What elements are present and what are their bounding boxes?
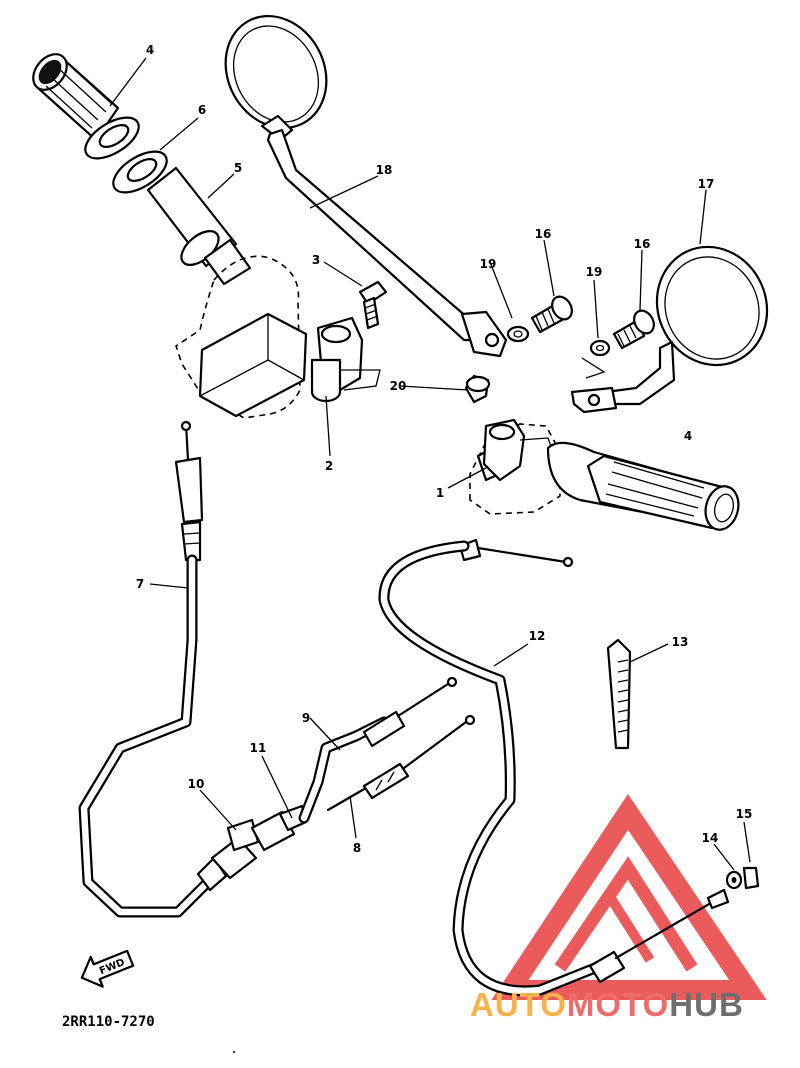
callout-1: 1 — [436, 486, 444, 500]
callout-16-right: 16 — [634, 237, 651, 251]
callout-2: 2 — [325, 459, 333, 473]
left-mirror — [224, 14, 328, 142]
right-grip-4 — [546, 441, 740, 531]
mirror-stay-18 — [266, 128, 508, 358]
callout-10: 10 — [188, 777, 205, 791]
callout-7: 7 — [136, 577, 144, 591]
watermark-text: AUTOMOTOHUB — [470, 986, 744, 1023]
callout-4-upper: 4 — [146, 43, 154, 57]
throttle-cables-9-8 — [298, 676, 476, 824]
callout-5: 5 — [234, 161, 242, 175]
right-switch-housing-1 — [469, 418, 561, 515]
cable-junction-10 — [196, 804, 308, 892]
callout-3: 3 — [312, 253, 320, 267]
cap-20 — [464, 374, 491, 404]
callout-20: 20 — [390, 379, 407, 393]
callout-6: 6 — [198, 103, 206, 117]
cable-12-choke — [378, 538, 730, 997]
callout-4-right: 4 — [684, 429, 692, 443]
callout-8: 8 — [353, 841, 361, 855]
left-grip-4 — [32, 53, 120, 142]
callout-19-right: 19 — [586, 265, 603, 279]
watermark-hub: HUB — [669, 986, 744, 1023]
washer-19-left — [506, 325, 530, 343]
callout-17: 17 — [698, 177, 715, 191]
right-mirror-17 — [570, 245, 769, 414]
leader-lines — [109, 57, 751, 871]
cable-7-clutch — [78, 420, 214, 918]
callout-9: 9 — [302, 711, 310, 725]
callout-14: 14 — [702, 831, 719, 845]
callout-19-left: 19 — [480, 257, 497, 271]
callout-15: 15 — [736, 807, 753, 821]
callout-11: 11 — [250, 741, 267, 755]
bolt-16-right — [612, 309, 655, 350]
callout-16-left: 16 — [535, 227, 552, 241]
watermark-auto: AUTO — [470, 986, 567, 1023]
cable-tie-13 — [606, 638, 632, 750]
fwd-direction-arrow: FWD — [80, 949, 135, 988]
clip-15 — [742, 866, 760, 890]
washer-19-right — [589, 339, 611, 357]
ring-14 — [725, 870, 743, 890]
bolt-16-left — [530, 295, 573, 334]
watermark-triangle-logo — [491, 794, 767, 1000]
left-switch-housing-2 — [175, 255, 381, 419]
collar-6-lower — [112, 150, 168, 194]
callout-12: 12 — [529, 629, 546, 643]
screw-3 — [358, 280, 388, 330]
callout-13: 13 — [672, 635, 689, 649]
throttle-sleeve-5 — [146, 166, 252, 286]
diagram-code: 2RR110-7270 — [62, 1014, 155, 1030]
collar-6-upper — [84, 116, 140, 160]
watermark-moto: MOTO — [567, 986, 669, 1023]
callout-18: 18 — [376, 163, 393, 177]
stray-dot — [233, 1051, 235, 1053]
